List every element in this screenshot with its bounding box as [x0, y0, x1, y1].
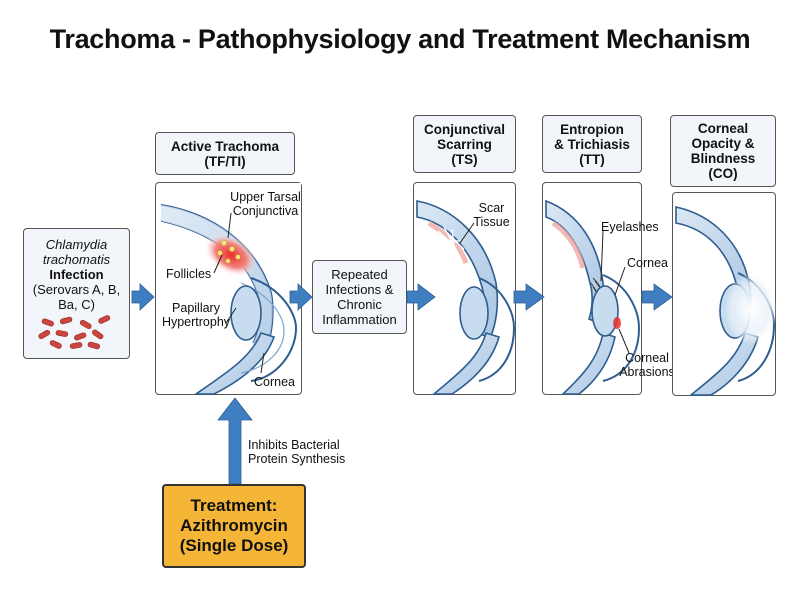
repeated-line4: Inflammation — [322, 312, 397, 327]
repeated-line1: Repeated — [331, 267, 388, 282]
arrow-treatment-up — [217, 397, 253, 485]
infection-heading: Infection — [49, 267, 104, 282]
treatment-heading: Treatment: — [190, 496, 278, 515]
corneal-abrasions-label: Corneal Abrasions — [617, 351, 677, 379]
infection-box: Chlamydia trachomatis Infection (Serovar… — [23, 228, 130, 359]
active-trachoma-panel: Upper Tarsal Conjunctiva Follicles Papil… — [155, 182, 302, 395]
treatment-drug: Azithromycin — [180, 516, 288, 535]
scarring-label-line2: Scarring — [437, 136, 492, 152]
scar-tissue-label: Scar Tissue — [469, 201, 514, 229]
scarring-label-line3: (TS) — [451, 151, 478, 167]
conjunctival-scarring-panel: Scar Tissue — [413, 182, 516, 395]
entropion-trichiasis-panel: Eyelashes Cornea Corneal Abrasions — [542, 182, 675, 395]
scar-line1: Scar — [478, 201, 505, 215]
entropion-label-line3: (TT) — [579, 151, 605, 167]
entropion-label-line1: Entropion — [560, 121, 624, 137]
infection-serovars-line1: (Serovars A, B, — [32, 282, 121, 297]
entropion-eye-illustration — [545, 199, 641, 395]
infection-serovars-line2: Ba, C) — [58, 297, 95, 312]
upper-tarsal-line1: Upper Tarsal — [230, 190, 301, 204]
opacity-label-line3: Blindness — [690, 151, 756, 166]
diagram-title: Trachoma - Pathophysiology and Treatment… — [49, 24, 751, 54]
abrasions-line2: Abrasions — [619, 365, 675, 379]
mechanism-line1: Inhibits Bacterial — [248, 438, 340, 452]
opacity-eye-illustration — [675, 206, 777, 396]
arrow-active-to-repeated — [289, 283, 313, 311]
active-label-line2: (TF/TI) — [204, 153, 246, 169]
arrow-entropion-to-opacity — [641, 283, 673, 311]
scarring-eye-illustration — [416, 200, 516, 395]
active-cornea-label: Cornea — [254, 375, 295, 389]
infection-text: Chlamydia trachomatis Infection (Serovar… — [24, 237, 129, 312]
infection-organism-line1: Chlamydia — [45, 237, 108, 252]
repeated-line3: Chronic — [337, 297, 382, 312]
infection-organism-line2: trachomatis — [42, 252, 111, 267]
arrow-scarring-to-entropion — [513, 283, 545, 311]
eyelashes-label: Eyelashes — [601, 220, 659, 234]
entropion-cornea-label: Cornea — [627, 256, 668, 270]
abrasions-line1: Corneal — [625, 351, 669, 365]
scar-line2: Tissue — [473, 215, 510, 229]
papillary-line1: Papillary — [172, 301, 220, 315]
repeated-line2: Infections & — [325, 282, 394, 297]
treatment-box: Treatment: Azithromycin (Single Dose) — [162, 484, 306, 568]
papillary-label: Papillary Hypertrophy — [158, 301, 234, 329]
entropion-label-line2: & Trichiasis — [554, 136, 630, 152]
opacity-label-line1: Corneal — [697, 121, 749, 136]
mechanism-text: Inhibits Bacterial Protein Synthesis — [248, 438, 345, 466]
bacteria-icon — [38, 315, 111, 350]
repeated-infections-box: Repeated Infections & Chronic Inflammati… — [312, 260, 407, 334]
upper-tarsal-label: Upper Tarsal Conjunctiva — [228, 190, 303, 218]
treatment-dose: (Single Dose) — [179, 536, 289, 555]
active-trachoma-label: Active Trachoma (TF/TI) — [155, 132, 295, 175]
opacity-label-line4: (CO) — [708, 166, 738, 181]
active-label-line1: Active Trachoma — [170, 138, 280, 154]
conjunctival-scarring-label: Conjunctival Scarring (TS) — [413, 115, 516, 173]
follicles-label: Follicles — [166, 267, 212, 281]
arrow-infection-to-active — [131, 283, 155, 311]
papillary-line2: Hypertrophy — [161, 315, 231, 329]
corneal-opacity-panel — [672, 192, 777, 396]
scarring-label-line1: Conjunctival — [423, 121, 505, 137]
opacity-label-line2: Opacity & — [691, 136, 755, 151]
upper-tarsal-line2: Conjunctiva — [232, 204, 299, 218]
mechanism-line2: Protein Synthesis — [248, 452, 346, 466]
arrow-repeated-to-scarring — [406, 283, 436, 311]
entropion-trichiasis-label: Entropion & Trichiasis (TT) — [542, 115, 642, 173]
corneal-opacity-label: Corneal Opacity & Blindness (CO) — [670, 115, 776, 187]
active-eye-illustration — [160, 183, 301, 395]
